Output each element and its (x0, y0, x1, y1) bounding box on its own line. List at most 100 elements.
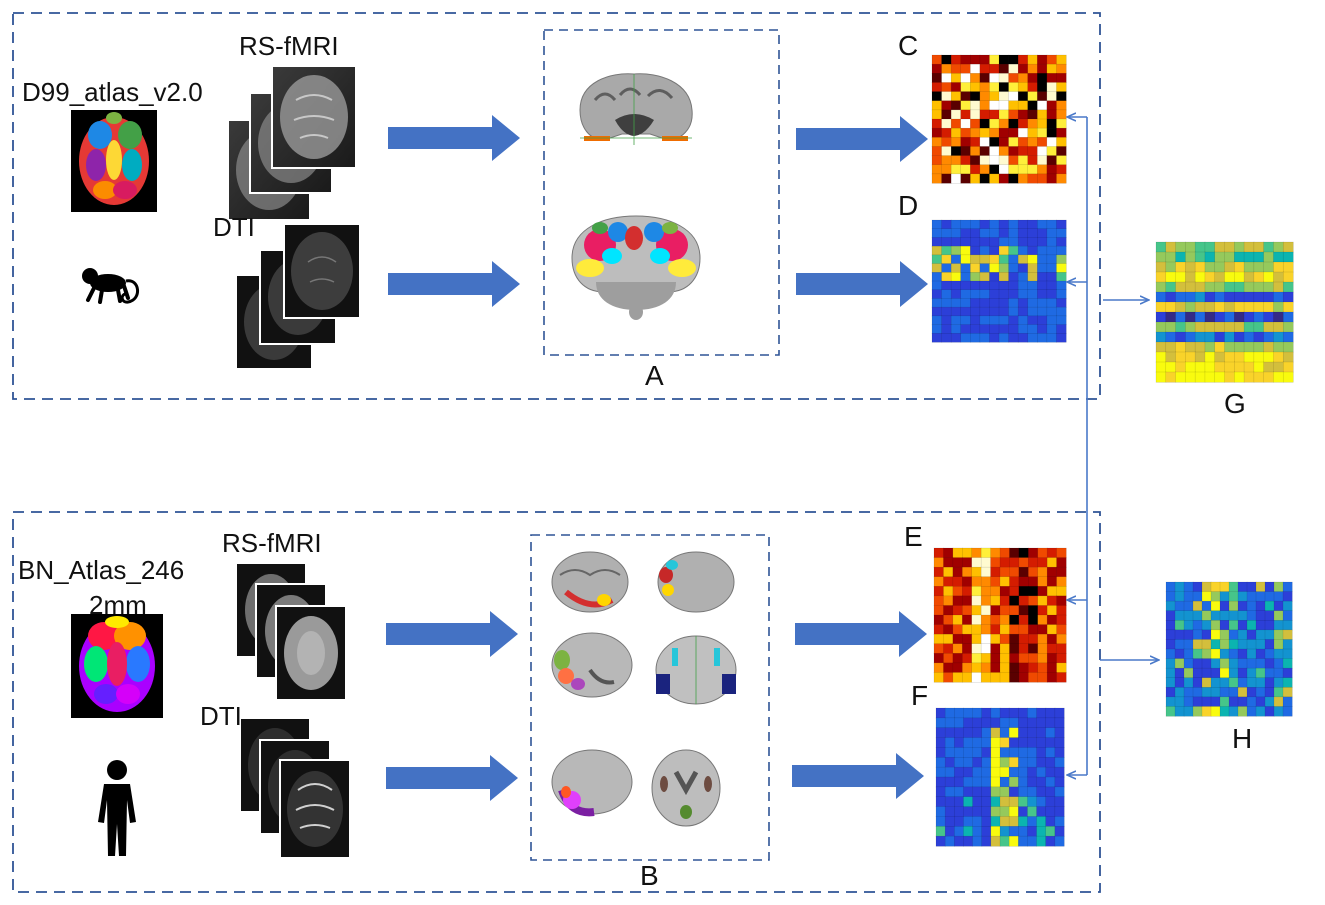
heatmap-cell (981, 796, 992, 808)
heatmap-cell (990, 633, 1001, 645)
heatmap-cell (1185, 281, 1196, 293)
heatmap-cell (1185, 361, 1196, 373)
heatmap-cell (999, 737, 1010, 748)
heatmap-cell (1017, 73, 1029, 83)
heatmap-cell (1028, 614, 1039, 626)
heatmap-cell (1027, 816, 1038, 827)
heatmap-cell (1037, 54, 1048, 65)
heatmap-cell (990, 766, 1001, 778)
heatmap-cell (1165, 341, 1177, 353)
heatmap-cell (1054, 737, 1065, 748)
heatmap-cell (941, 237, 952, 247)
heatmap-cell (935, 737, 946, 748)
heatmap-cell (1219, 600, 1230, 612)
heatmap-cell (1008, 219, 1019, 230)
heatmap-cell (1264, 610, 1275, 621)
heatmap-cell (960, 324, 971, 334)
heatmap-cell (998, 164, 1010, 175)
heatmap-cell (1155, 361, 1167, 373)
heatmap-cell (931, 228, 943, 238)
heatmap-cell (1224, 371, 1235, 383)
heatmap-cell (950, 82, 962, 93)
heatmap-cell (1273, 341, 1284, 353)
heatmap-cell (979, 109, 990, 120)
heatmap-cell (999, 796, 1010, 808)
heatmap-cell (1056, 614, 1067, 626)
heatmap-cell (1056, 54, 1067, 65)
heatmap-cell (1027, 737, 1038, 748)
heatmap-cell (944, 766, 955, 778)
heatmap-cell (941, 315, 952, 326)
heatmap-cell (972, 757, 983, 768)
heatmap-cell (963, 757, 974, 768)
heatmap-cell (1219, 610, 1230, 621)
d99-atlas-image (71, 110, 157, 212)
heatmap-cell (1165, 658, 1176, 669)
heatmap-cell (990, 595, 1001, 606)
heatmap-cell (931, 82, 943, 93)
heatmap-cell (1056, 100, 1067, 111)
arrow-a-to-d (796, 261, 928, 307)
heatmap-cell (1255, 648, 1266, 660)
heatmap-cell (1037, 289, 1048, 299)
heatmap-cell (972, 796, 983, 808)
heatmap-cell (1054, 776, 1065, 788)
heatmap-cell (935, 776, 946, 788)
heatmap-cell (1246, 687, 1257, 698)
heatmap-cell (952, 547, 963, 559)
heatmap-cell (979, 63, 990, 74)
heatmap-cell (1224, 341, 1235, 353)
heatmap-cell (931, 91, 943, 102)
heatmap-cell (963, 776, 974, 788)
heatmap-cell (1027, 280, 1038, 291)
heatmap-cell (1210, 600, 1221, 612)
heatmap-cell (960, 280, 971, 291)
heatmap-cell (944, 727, 955, 739)
heatmap-cell (1194, 291, 1206, 303)
heatmap-cell (1036, 776, 1047, 788)
heatmap-cell (943, 643, 954, 654)
heatmap-cell (1263, 261, 1274, 273)
heatmap-cell (1204, 351, 1216, 363)
heatmap-cell (1054, 806, 1065, 817)
heatmap-cell (960, 54, 971, 65)
heatmap-cell (933, 547, 944, 559)
heatmap-cell (1264, 620, 1275, 631)
heatmap-cell (989, 173, 1000, 184)
heatmap-cell (1237, 687, 1248, 698)
heatmap-cell (1192, 687, 1203, 698)
heatmap-cell (1194, 341, 1206, 353)
heatmap-cell (1192, 658, 1203, 669)
heatmap-cell (989, 118, 1000, 129)
heatmap-cell (941, 91, 952, 102)
heatmap-cell (1201, 677, 1212, 688)
heatmap-cell (999, 624, 1010, 635)
heatmap-cell (1046, 595, 1058, 606)
heatmap-cell (1008, 776, 1019, 788)
heatmap-cell (1045, 747, 1056, 758)
heatmap-cell (1045, 757, 1056, 768)
heatmap-cell (1185, 311, 1196, 323)
box-a-coronal-top (579, 73, 693, 145)
heatmap-cell (1037, 254, 1048, 265)
heatmap-cell (1036, 757, 1047, 768)
heatmap-cell (1054, 727, 1065, 739)
heatmap-cell (1282, 667, 1293, 679)
heatmap-cell (943, 605, 954, 616)
heatmap-cell (944, 707, 955, 719)
heatmap-cell (979, 173, 990, 184)
heatmap-cell (1045, 737, 1056, 748)
heatmap-cell (1183, 591, 1194, 602)
heatmap-cell (1028, 595, 1039, 606)
heatmap-cell (1219, 667, 1230, 679)
heatmap-cell (970, 137, 981, 147)
heatmap-cell (1273, 241, 1284, 253)
heatmap-cell (954, 796, 964, 808)
bn-atlas-image (71, 614, 163, 718)
heatmap-cell (1046, 662, 1058, 673)
heatmap-cell (1008, 747, 1019, 758)
heatmap-cell (941, 146, 952, 157)
heatmap-cell (1201, 696, 1212, 707)
heatmap-cell (1037, 219, 1048, 230)
heatmap-cell (1046, 653, 1058, 664)
